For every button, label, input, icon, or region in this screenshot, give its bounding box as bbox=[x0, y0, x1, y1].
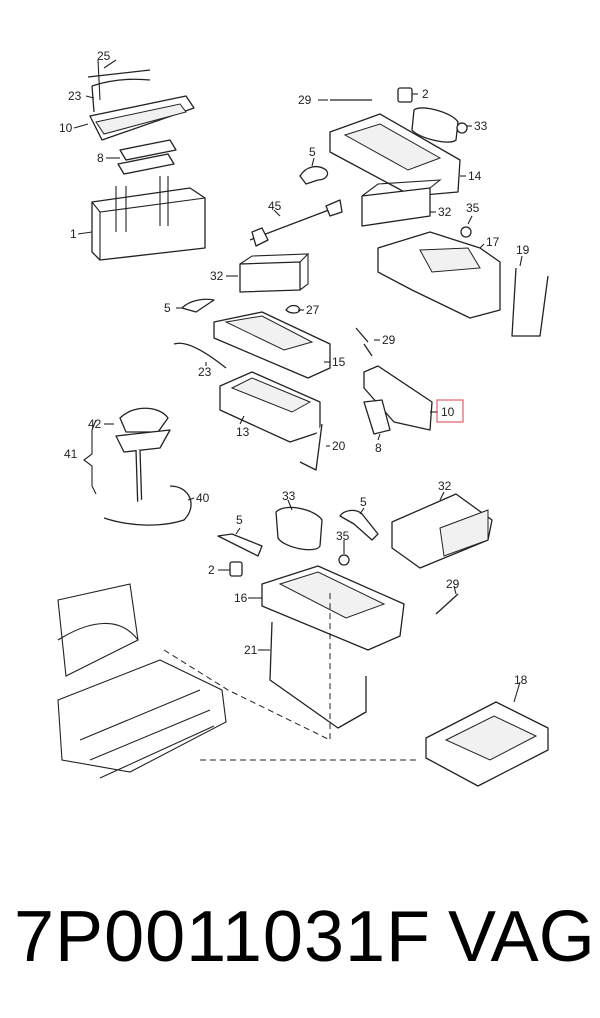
callout-2: 2 bbox=[422, 87, 429, 101]
callout-32: 32 bbox=[438, 205, 452, 219]
callout-40: 40 bbox=[196, 491, 210, 505]
part-10-holder bbox=[363, 365, 433, 431]
part-20-strap bbox=[299, 423, 323, 471]
part-5-hook-d bbox=[339, 509, 379, 541]
highlight-box bbox=[436, 399, 464, 423]
part-2-clip-b bbox=[229, 561, 243, 577]
part-35-grommet-b bbox=[338, 554, 350, 566]
callout-27: 27 bbox=[306, 303, 320, 317]
callout-35: 35 bbox=[466, 201, 480, 215]
part-group-tray-14 bbox=[249, 87, 549, 337]
callout-1: 1 bbox=[70, 227, 77, 241]
callout-29: 29 bbox=[298, 93, 312, 107]
part-25-rod bbox=[87, 69, 151, 78]
part-8-pad-a bbox=[119, 139, 177, 161]
part-33-canister bbox=[411, 107, 459, 143]
part-group-tray-15-13 bbox=[173, 253, 433, 471]
callout-16: 16 bbox=[234, 591, 248, 605]
part-2-clip bbox=[397, 87, 413, 103]
callout-17: 17 bbox=[486, 235, 500, 249]
part-8-pad-c bbox=[363, 399, 391, 435]
part-group-jack bbox=[83, 407, 192, 526]
callout-33: 33 bbox=[474, 119, 488, 133]
part-23-crank-b bbox=[173, 342, 227, 369]
part-1-bag bbox=[91, 187, 206, 261]
callout-23-b: 23 bbox=[198, 365, 212, 379]
car-trunk-outline bbox=[57, 583, 420, 779]
part-33-canister-b bbox=[275, 506, 323, 551]
callout-15: 15 bbox=[332, 355, 346, 369]
brand-label: VAG bbox=[448, 897, 595, 977]
callout-18: 18 bbox=[514, 673, 528, 687]
callout-14: 14 bbox=[468, 169, 482, 183]
callout-10: 10 bbox=[59, 121, 73, 135]
part-35-grommet bbox=[460, 226, 472, 238]
leader-lines bbox=[73, 59, 523, 703]
callout-10-highlighted: 10 bbox=[441, 405, 455, 419]
part-32-box-b bbox=[239, 261, 301, 293]
callout-19: 19 bbox=[516, 243, 530, 257]
callout-8: 8 bbox=[97, 151, 104, 165]
callout-20: 20 bbox=[332, 439, 346, 453]
part-8-pad-b bbox=[117, 153, 175, 175]
callout-33-b: 33 bbox=[282, 489, 296, 503]
part-40-ring bbox=[103, 485, 192, 526]
callout-21: 21 bbox=[244, 643, 258, 657]
part-5-hook-b bbox=[181, 298, 215, 313]
part-13-tray bbox=[219, 371, 321, 443]
part-17-foam bbox=[377, 231, 501, 319]
callout-5: 5 bbox=[309, 145, 316, 159]
callout-32-b: 32 bbox=[210, 269, 224, 283]
callout-labels: 25 23 10 8 1 29 2 33 5 14 45 32 35 17 19… bbox=[59, 49, 530, 687]
part-27-clip bbox=[285, 304, 301, 314]
part-21-strap bbox=[269, 621, 367, 729]
callout-45: 45 bbox=[268, 199, 282, 213]
callout-23: 23 bbox=[68, 89, 82, 103]
callout-8-b: 8 bbox=[375, 441, 382, 455]
callout-5-d: 5 bbox=[360, 495, 367, 509]
callout-32-c: 32 bbox=[438, 479, 452, 493]
callout-5-c: 5 bbox=[236, 513, 243, 527]
part-29-screw-c bbox=[435, 593, 459, 615]
callout-2-b: 2 bbox=[208, 563, 215, 577]
part-5-hook bbox=[299, 165, 329, 185]
callout-13: 13 bbox=[236, 425, 250, 439]
part-19-strap bbox=[511, 267, 549, 337]
part-group-jack-bag bbox=[87, 59, 206, 261]
part-23-crank bbox=[91, 78, 151, 113]
part-29-screw-b bbox=[355, 327, 373, 357]
callout-42: 42 bbox=[88, 417, 102, 431]
callout-35-b: 35 bbox=[336, 529, 350, 543]
callout-29-c: 29 bbox=[446, 577, 460, 591]
callout-25: 25 bbox=[97, 49, 111, 63]
part-32-box bbox=[361, 187, 431, 227]
part-number: 7P0011031F bbox=[14, 897, 432, 977]
callout-41: 41 bbox=[64, 447, 78, 461]
part-42-head bbox=[119, 407, 169, 433]
callout-5-b: 5 bbox=[164, 301, 171, 315]
part-5-hook-c bbox=[217, 533, 263, 557]
part-group-tray-16 bbox=[217, 493, 549, 787]
callout-29-b: 29 bbox=[382, 333, 396, 347]
